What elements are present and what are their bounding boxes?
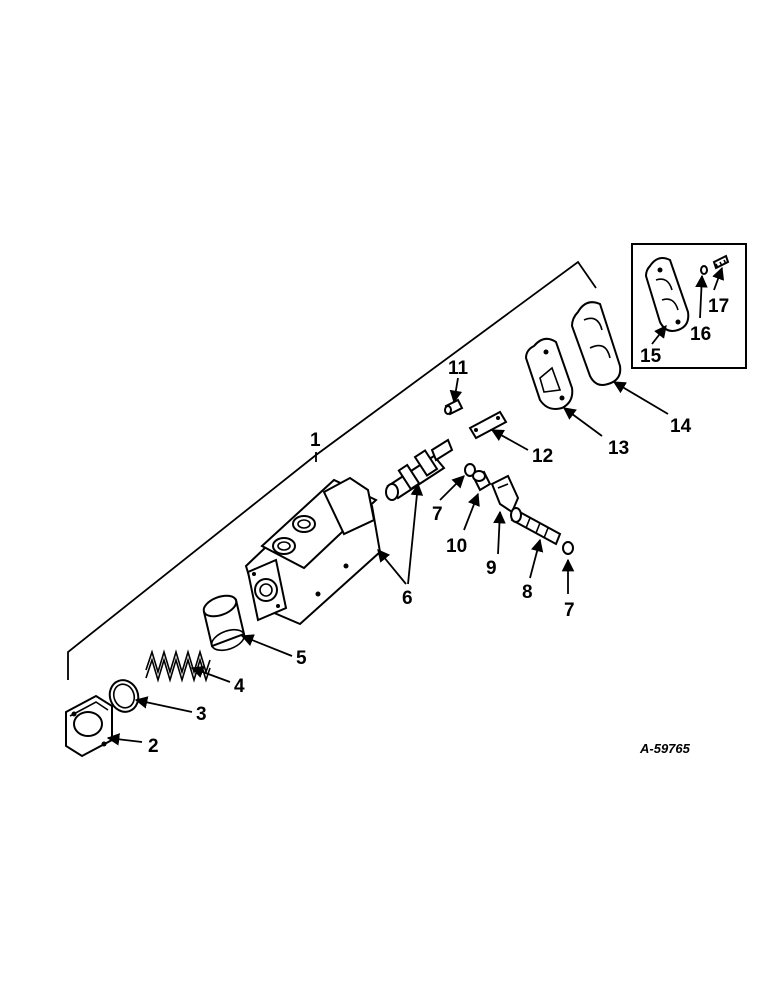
callout-10: 10 — [446, 536, 467, 557]
assembly-bracket — [67, 260, 597, 680]
callout-15: 15 — [640, 346, 662, 367]
spool-part — [385, 438, 454, 501]
bushing-part — [472, 470, 492, 492]
callout-17: 17 — [708, 296, 729, 317]
lever-part — [490, 474, 520, 514]
callout-13: 13 — [608, 438, 629, 459]
callout-9: 9 — [486, 558, 497, 579]
drawing-code: A-59765 — [639, 741, 691, 756]
callout-6: 6 — [402, 588, 413, 609]
inset-box — [631, 243, 747, 369]
callout-2: 2 — [148, 736, 159, 757]
pin-part — [444, 398, 464, 416]
callout-14: 14 — [670, 416, 692, 437]
callout-16: 16 — [690, 324, 711, 345]
callout-5: 5 — [296, 648, 307, 669]
spring-part — [145, 649, 211, 683]
valve-body-part — [244, 476, 382, 626]
callout-4: 4 — [234, 676, 245, 697]
o-ring-part — [108, 679, 140, 713]
cover-part — [570, 301, 622, 386]
callout-11: 11 — [448, 358, 469, 379]
callout-7-upper: 7 — [432, 504, 443, 525]
leader-lines — [106, 266, 725, 746]
end-cap-part — [65, 694, 113, 758]
callout-7-lower: 7 — [564, 600, 575, 621]
callout-8: 8 — [522, 582, 533, 603]
gasket-part — [524, 337, 574, 410]
link-part — [468, 410, 508, 440]
callout-1: 1 — [310, 430, 321, 451]
callout-3: 3 — [196, 704, 207, 725]
small-ring-part-upper — [464, 463, 476, 477]
small-ring-part-lower — [562, 541, 574, 555]
shaft-part — [510, 507, 562, 546]
callout-12: 12 — [532, 446, 553, 467]
sleeve-part — [202, 594, 246, 652]
